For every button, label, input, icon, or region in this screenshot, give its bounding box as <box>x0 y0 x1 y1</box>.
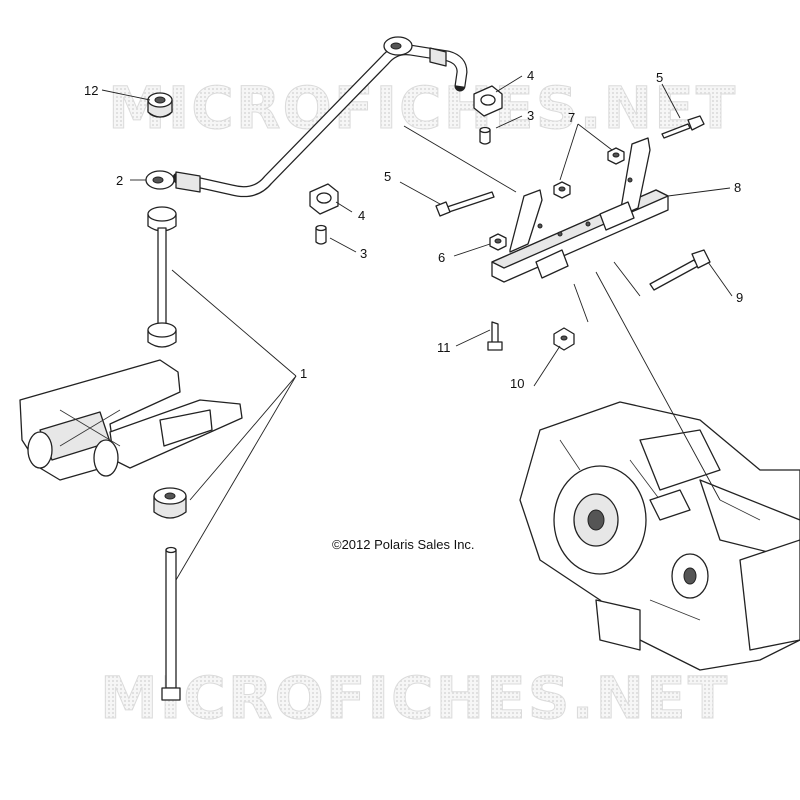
nut-10 <box>553 327 575 351</box>
callout-10: 10 <box>510 376 524 391</box>
control-arm <box>19 359 243 481</box>
watermark-bottom: MICROFICHES.NET <box>100 664 729 732</box>
crossmember-bracket-8 <box>491 137 669 283</box>
bolt-5-right <box>661 115 705 139</box>
sleeve-3-lower <box>315 224 327 245</box>
link-bolt-long <box>161 546 181 701</box>
engine-transmission-assembly <box>519 401 800 671</box>
sleeve-3-upper <box>479 126 491 145</box>
stabilizer-link-upper <box>147 206 177 348</box>
bushing-12 <box>147 92 173 118</box>
bolt-9 <box>649 249 711 291</box>
leader-lines <box>101 75 733 581</box>
callout-labels: 12 2 4 3 4 3 5 7 5 6 8 9 11 10 1 <box>84 68 743 391</box>
callout-7: 7 <box>568 110 575 125</box>
clamp-4-upper <box>473 85 503 117</box>
callout-5-right: 5 <box>656 70 663 85</box>
callout-2: 2 <box>116 173 123 188</box>
copyright-notice: ©2012 Polaris Sales Inc. <box>332 537 475 552</box>
callout-3-upper: 3 <box>527 108 534 123</box>
callout-3-lower: 3 <box>360 246 367 261</box>
callout-6: 6 <box>438 250 445 265</box>
nut-6 <box>489 233 507 251</box>
stabilizer-bar <box>145 36 468 198</box>
callout-4-lower: 4 <box>358 208 365 223</box>
callout-1: 1 <box>300 366 307 381</box>
bolt-5-left <box>435 191 495 217</box>
nut-7-lower <box>553 181 571 199</box>
bolt-11 <box>487 321 503 351</box>
clamp-4-lower <box>309 183 339 215</box>
callout-4-upper: 4 <box>527 68 534 83</box>
watermark-top: MICROFICHES.NET <box>108 74 737 142</box>
callout-5-left: 5 <box>384 169 391 184</box>
callout-12: 12 <box>84 83 98 98</box>
callout-11: 11 <box>437 340 451 355</box>
callout-8: 8 <box>734 180 741 195</box>
bushing-lower <box>153 487 187 519</box>
callout-9: 9 <box>736 290 743 305</box>
nut-7-upper <box>607 147 625 165</box>
